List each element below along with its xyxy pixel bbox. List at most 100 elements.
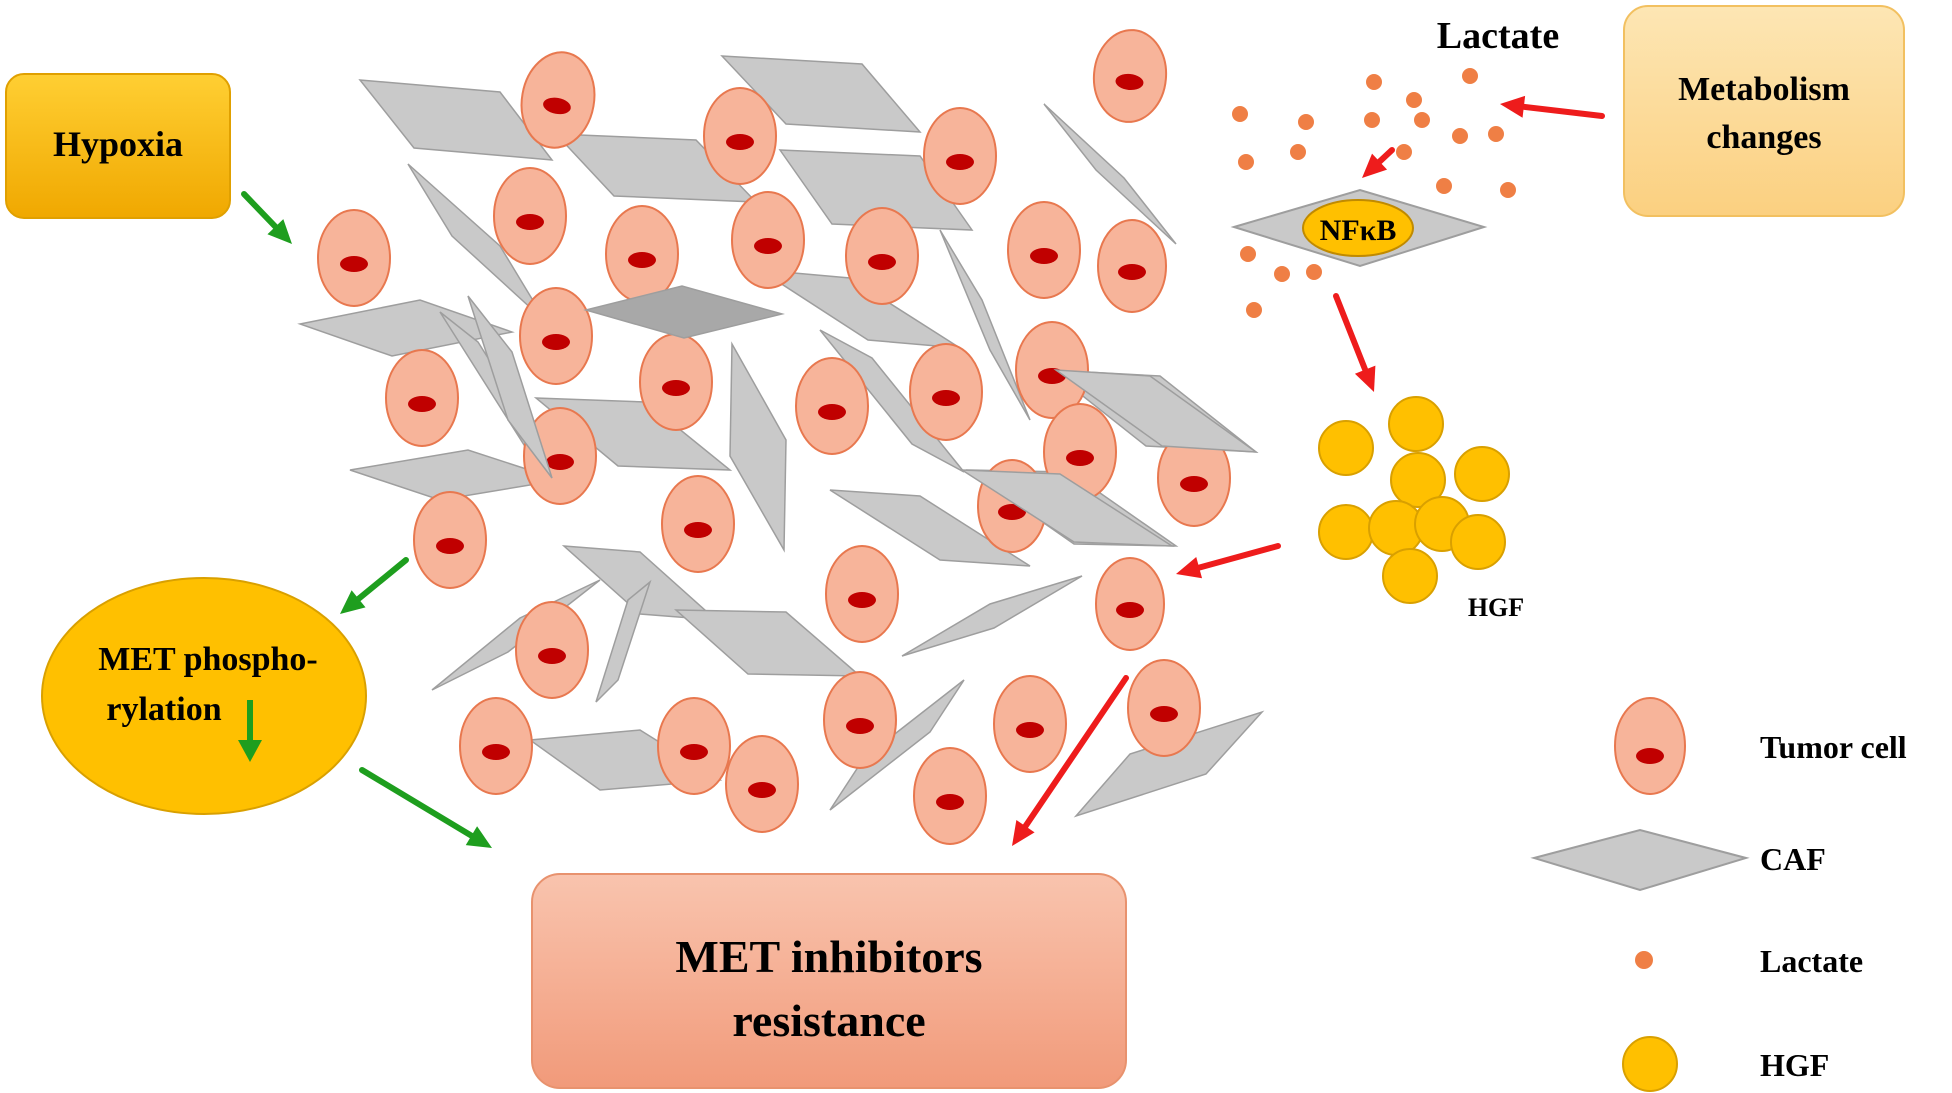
tumor-cell bbox=[1127, 659, 1201, 757]
tumor-cell-nucleus bbox=[516, 214, 544, 230]
lactate-dot bbox=[1488, 126, 1504, 142]
caf-cell bbox=[729, 341, 787, 553]
tumor-cell bbox=[385, 349, 459, 447]
lactate-dot bbox=[1462, 68, 1478, 84]
tumor-cell-nucleus bbox=[436, 538, 464, 554]
resistance-label-line1: MET inhibitors bbox=[675, 931, 982, 982]
tumor-cell-nucleus bbox=[1115, 73, 1144, 91]
hgf-layer bbox=[1318, 396, 1510, 604]
red-arrow bbox=[1176, 543, 1281, 579]
tumor-cell-nucleus bbox=[482, 744, 510, 760]
tumor-cell bbox=[1097, 219, 1167, 313]
tumor-cell-nucleus bbox=[846, 718, 874, 734]
hgf-molecule bbox=[1382, 548, 1438, 604]
lactate-dot bbox=[1290, 144, 1306, 160]
met-phosphorylation-ellipse: MET phospho- rylation bbox=[41, 577, 367, 815]
tumor-cell-nucleus bbox=[546, 454, 574, 470]
tumor-cell-nucleus bbox=[946, 154, 974, 170]
caf-top-layer bbox=[467, 285, 1259, 547]
met-phospho-label-line2: rylation bbox=[106, 691, 221, 728]
tumor-cell-nucleus bbox=[538, 648, 566, 664]
legend-caf-label: CAF bbox=[1760, 841, 1826, 877]
hgf-molecule bbox=[1390, 452, 1446, 508]
tumor-cell-nucleus bbox=[748, 782, 776, 798]
caf-cell bbox=[467, 295, 553, 479]
tumor-cell bbox=[703, 87, 777, 185]
metabolism-label-line2: changes bbox=[1706, 119, 1821, 156]
tumor-cell-nucleus bbox=[848, 592, 876, 608]
tumor-cell bbox=[825, 545, 899, 643]
tumor-cell bbox=[993, 675, 1067, 773]
lactate-dot bbox=[1240, 246, 1256, 262]
caf-cell bbox=[358, 79, 554, 161]
red-arrow bbox=[1012, 675, 1129, 846]
tumor-cell-nucleus bbox=[1030, 248, 1058, 264]
caf-cell bbox=[829, 489, 1031, 567]
tumor-cell bbox=[605, 205, 679, 303]
tumor-cell-nucleus bbox=[408, 396, 436, 412]
lactate-layer bbox=[1232, 68, 1516, 318]
tumor-cell bbox=[459, 697, 533, 795]
arrow-shaft bbox=[1333, 293, 1369, 373]
caf-cell bbox=[1053, 369, 1259, 453]
legend-lactate: Lactate bbox=[1635, 943, 1863, 979]
tumor-cell bbox=[519, 287, 593, 385]
caf-cell bbox=[1043, 103, 1177, 245]
tumor-cell bbox=[523, 407, 597, 505]
nfkb-label: NFκB bbox=[1320, 214, 1397, 247]
arrow-layer bbox=[241, 95, 1605, 848]
red-arrow bbox=[1333, 293, 1376, 392]
caf-cell bbox=[939, 229, 1031, 421]
tumor-cell-nucleus bbox=[998, 504, 1026, 520]
legend-tumor-icon bbox=[1614, 697, 1686, 795]
arrow-shaft bbox=[1376, 147, 1395, 165]
tumor-cell bbox=[639, 333, 713, 431]
tumor-cell bbox=[493, 167, 567, 265]
legend-tumor-nucleus bbox=[1636, 748, 1664, 764]
tumor-cell bbox=[1092, 29, 1168, 123]
tumor-cell-nucleus bbox=[754, 238, 782, 254]
arrow-head bbox=[1362, 153, 1388, 178]
tumor-cell-nucleus bbox=[932, 390, 960, 406]
hgf-molecule bbox=[1454, 446, 1510, 502]
lactate-dot bbox=[1364, 112, 1380, 128]
lactate-title: Lactate bbox=[1437, 15, 1559, 57]
tumor-cell bbox=[520, 51, 596, 149]
arrow-head bbox=[340, 590, 366, 614]
tumor-cell bbox=[515, 601, 589, 699]
tumor-cell-nucleus bbox=[1116, 602, 1144, 618]
lactate-dot bbox=[1246, 302, 1262, 318]
legend-lactate-label: Lactate bbox=[1760, 943, 1863, 979]
tumor-cell bbox=[317, 209, 391, 307]
legend-lactate-icon bbox=[1635, 951, 1653, 969]
tumor-cell bbox=[1157, 429, 1231, 527]
green-arrow bbox=[359, 767, 492, 848]
tumor-cell bbox=[823, 671, 897, 769]
legend-caf-icon bbox=[1530, 828, 1750, 892]
arrow-shaft bbox=[241, 191, 279, 230]
tumor-cell bbox=[413, 491, 487, 589]
tumor-cell bbox=[923, 107, 997, 205]
resistance-label-line2: resistance bbox=[732, 995, 925, 1046]
lactate-dot bbox=[1500, 182, 1516, 198]
arrow-head bbox=[465, 826, 492, 848]
nfkb-ellipse bbox=[1302, 199, 1414, 257]
arrow-head bbox=[267, 219, 292, 244]
caf-layer bbox=[297, 55, 1265, 818]
tumor-cell-nucleus bbox=[1016, 722, 1044, 738]
lactate-dot bbox=[1452, 128, 1468, 144]
legend-hgf-icon bbox=[1622, 1036, 1678, 1092]
tumor-cell-nucleus bbox=[662, 380, 690, 396]
arrow-head bbox=[1012, 819, 1035, 846]
green-arrow bbox=[340, 557, 409, 614]
tumor-cell bbox=[657, 697, 731, 795]
lactate-dot bbox=[1232, 106, 1248, 122]
tumor-cell-nucleus bbox=[680, 744, 708, 760]
tumor-cell bbox=[795, 357, 869, 455]
caf-cell bbox=[959, 469, 1175, 547]
tumor-cell bbox=[845, 207, 919, 305]
green-arrow bbox=[241, 191, 292, 244]
down-arrow-icon bbox=[238, 700, 262, 762]
legend-caf: CAF bbox=[1530, 828, 1826, 892]
legend-hgf: HGF bbox=[1622, 1036, 1829, 1092]
